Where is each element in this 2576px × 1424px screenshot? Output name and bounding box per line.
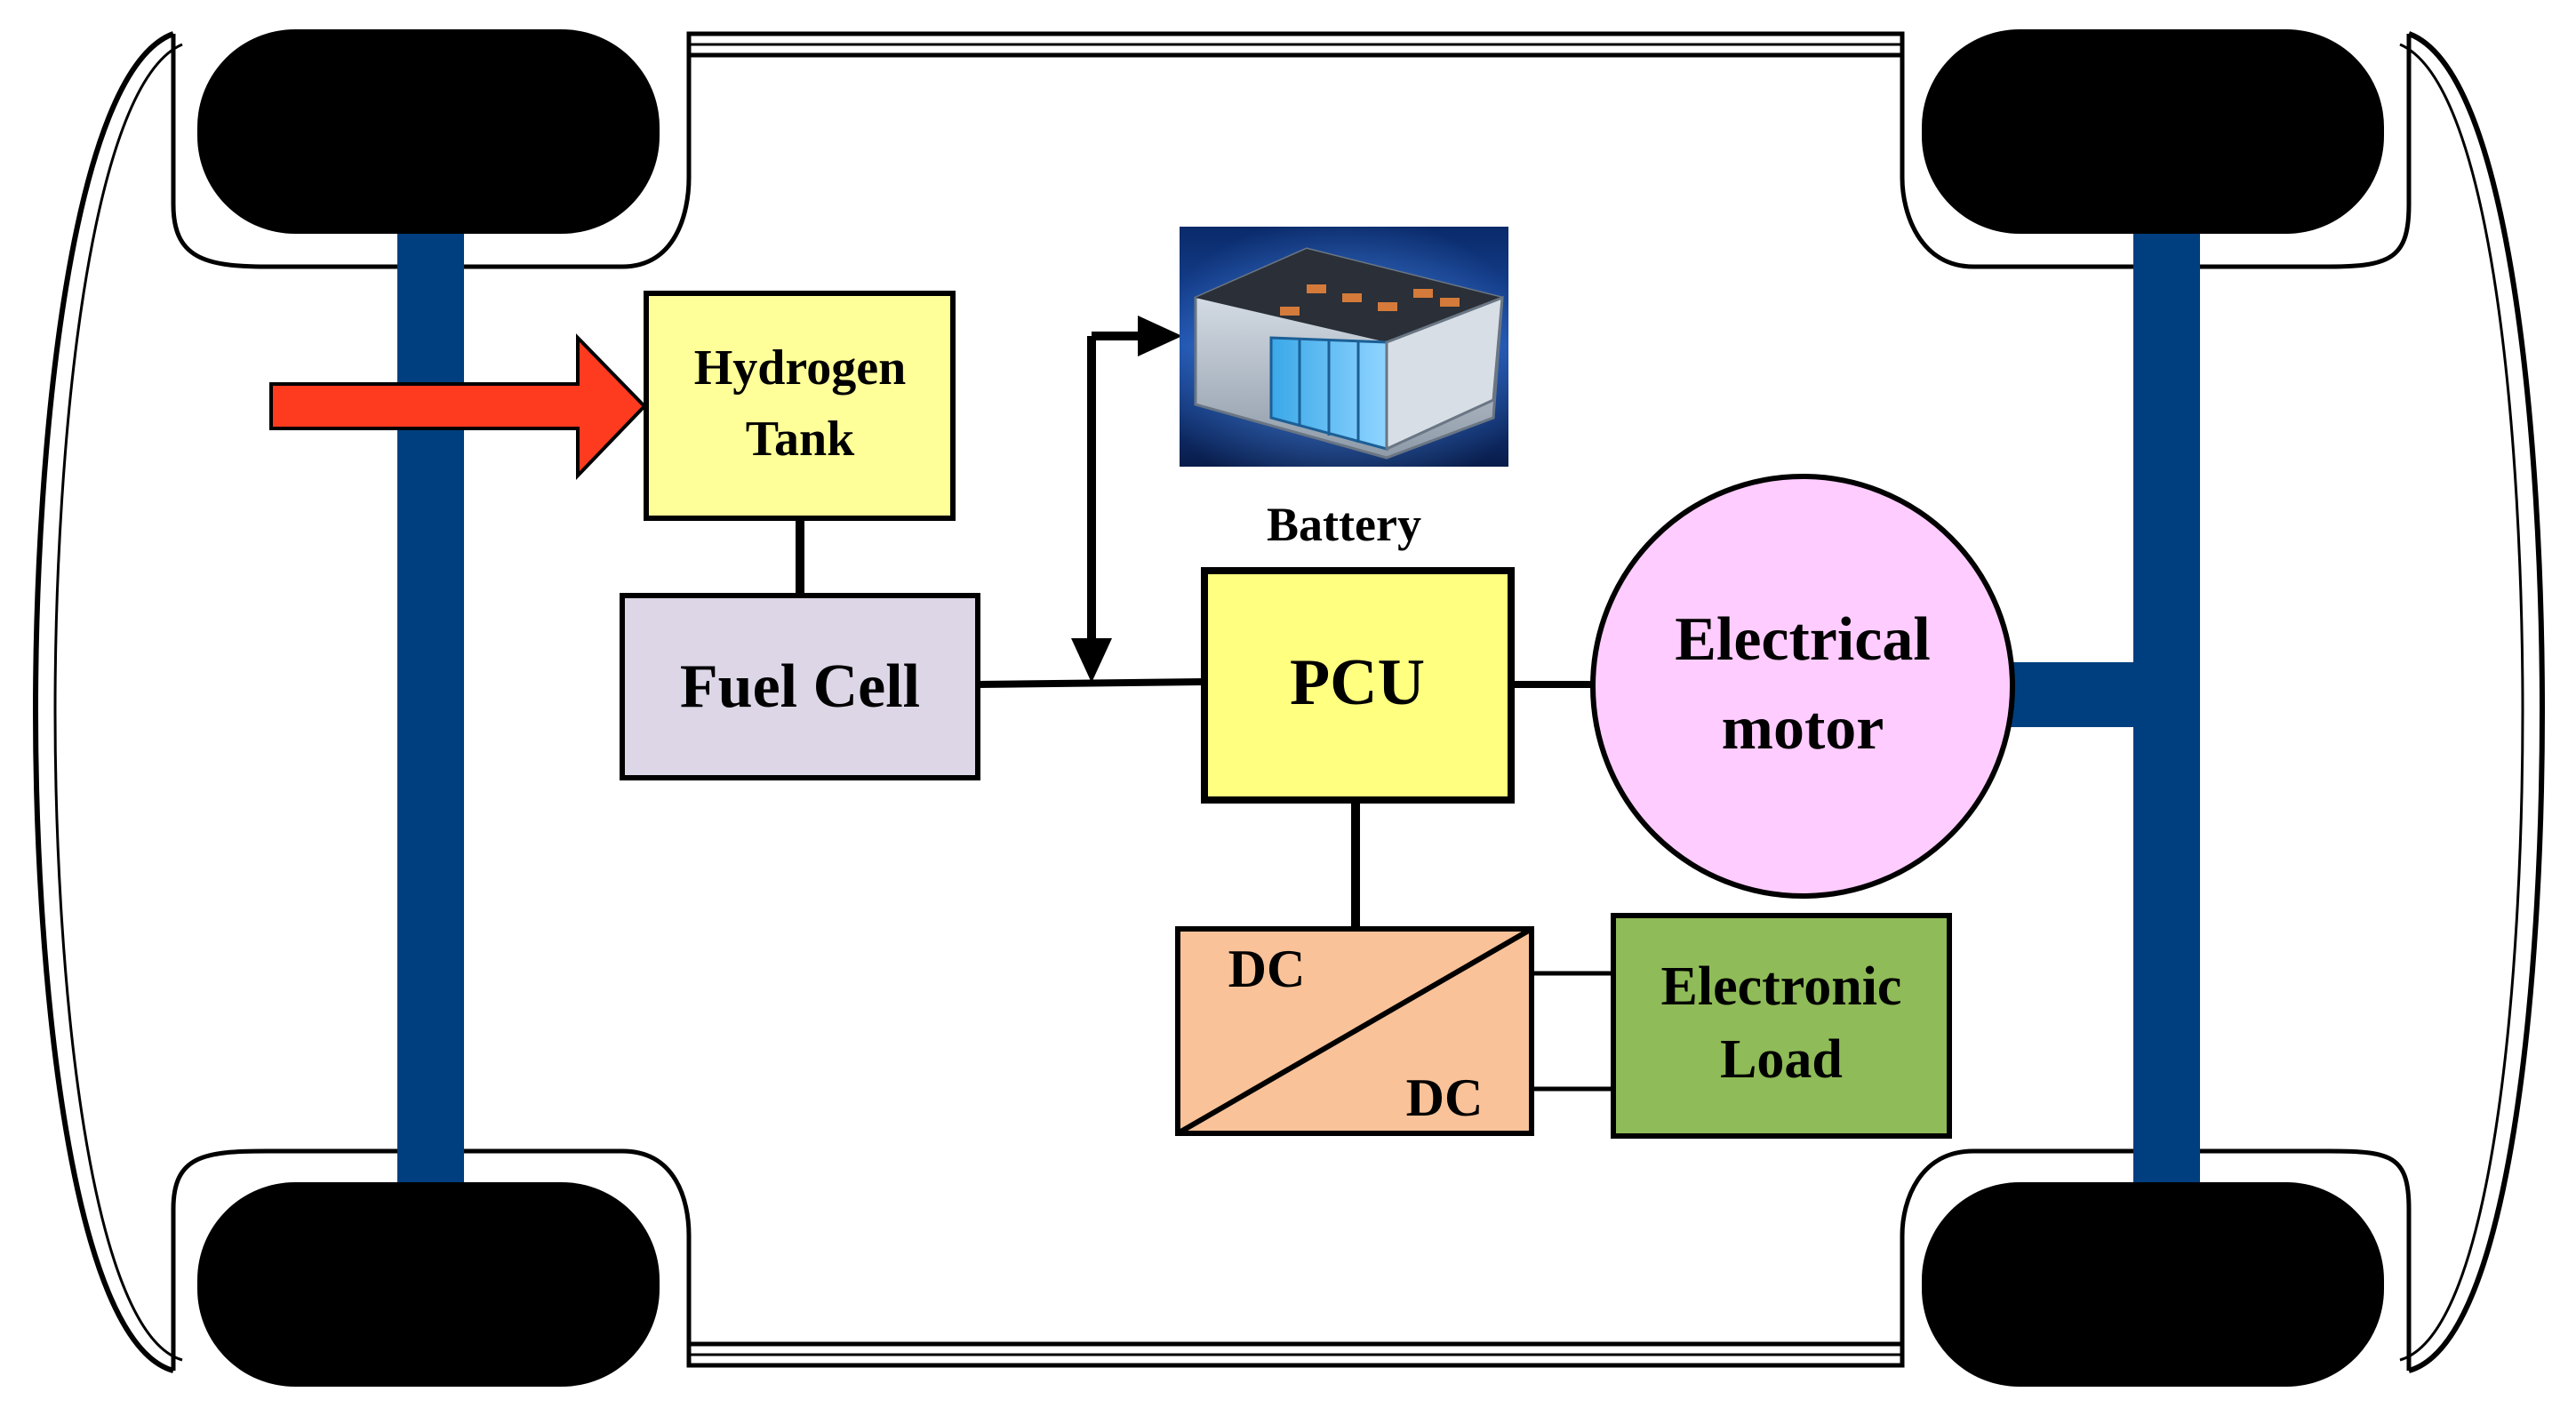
dcdc-converter-block: DC DC	[1175, 926, 1534, 1136]
wheel-front-right	[197, 1182, 660, 1387]
electronic-load-block: Electronic Load	[1611, 913, 1952, 1139]
connectors	[796, 316, 1613, 1092]
hydrogen-tank-block: Hydrogen Tank	[644, 291, 956, 521]
hydrogen-inlet-arrow	[269, 333, 647, 480]
pcu-block: PCU	[1201, 567, 1515, 804]
rear-axle	[2133, 227, 2200, 1187]
car-body-outline	[32, 31, 2546, 1373]
hydrogen-tank-label-line1: Hydrogen	[694, 340, 907, 396]
motor-label-line2: motor	[1722, 694, 1884, 763]
fuel-cell-block: Fuel Cell	[620, 593, 980, 780]
battery-pack-icon	[1180, 227, 1508, 467]
motor-label-line1: Electrical	[1675, 605, 1931, 674]
dcdc-input-label: DC	[1228, 940, 1306, 998]
fuel-cell-label: Fuel Cell	[680, 652, 920, 721]
motor-shaft	[2011, 662, 2135, 727]
wheel-rear-left	[1922, 29, 2384, 234]
hydrogen-tank-label-line2: Tank	[746, 412, 855, 467]
electrical-motor-block: Electrical motor	[1590, 474, 2015, 899]
pcu-label: PCU	[1290, 646, 1425, 719]
dcdc-output-label: DC	[1406, 1068, 1484, 1127]
battery-label: Battery	[1267, 498, 1421, 551]
wheel-rear-right	[1922, 1182, 2384, 1387]
front-axle	[397, 227, 464, 1187]
wheel-front-left	[197, 29, 660, 234]
load-label-line1: Electronic	[1661, 956, 1902, 1017]
load-label-line2: Load	[1720, 1029, 1843, 1090]
